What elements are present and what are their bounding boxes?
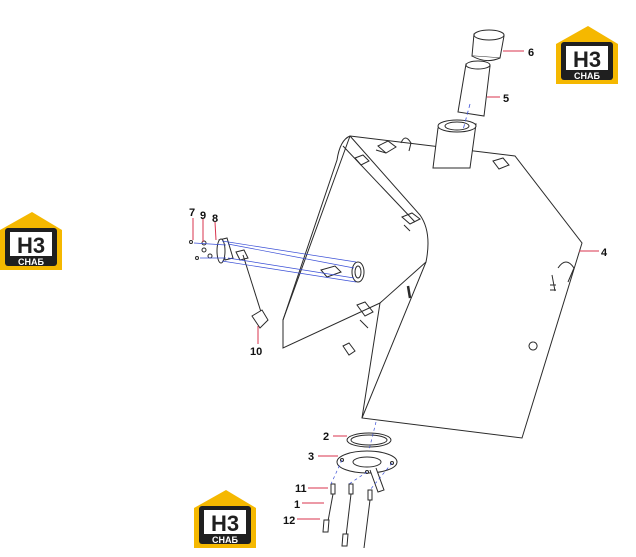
pickup-axis-lines (193, 240, 357, 283)
logo-word: СНАБ (574, 71, 600, 81)
sender-flange-assembly (322, 432, 398, 549)
callout-5: 5 (503, 93, 509, 105)
callout-4: 4 (601, 247, 608, 259)
callout-9: 9 (200, 210, 206, 222)
flange-axis-lines (330, 421, 393, 491)
logo-mark: H3 (17, 233, 45, 258)
callout-8: 8 (212, 213, 218, 225)
callout-6: 6 (528, 47, 534, 59)
logo-word: СНАБ (18, 257, 44, 267)
snab-logo-watermark: H3 СНАБ (0, 212, 62, 270)
callout-11: 11 (295, 483, 307, 495)
snab-logo-watermark: H3 СНАБ (556, 26, 618, 84)
callout-12: 12 (283, 515, 295, 527)
logo-word: СНАБ (212, 535, 238, 545)
fuel-tank (282, 135, 583, 439)
filler-neck-assembly (432, 29, 505, 169)
callout-3: 3 (308, 451, 314, 463)
assembly-axis-line (462, 103, 471, 131)
snab-logo-watermark: H3 СНАБ (194, 490, 256, 548)
callout-10: 10 (250, 346, 262, 358)
callout-labels: 6 5 4 7 9 8 10 2 3 11 1 12 (189, 47, 608, 527)
logo-mark: H3 (573, 47, 601, 72)
callout-1: 1 (294, 499, 300, 511)
callout-leaders (192, 50, 599, 520)
callout-2: 2 (323, 431, 329, 443)
logo-mark: H3 (211, 511, 239, 536)
callout-7: 7 (189, 207, 195, 219)
